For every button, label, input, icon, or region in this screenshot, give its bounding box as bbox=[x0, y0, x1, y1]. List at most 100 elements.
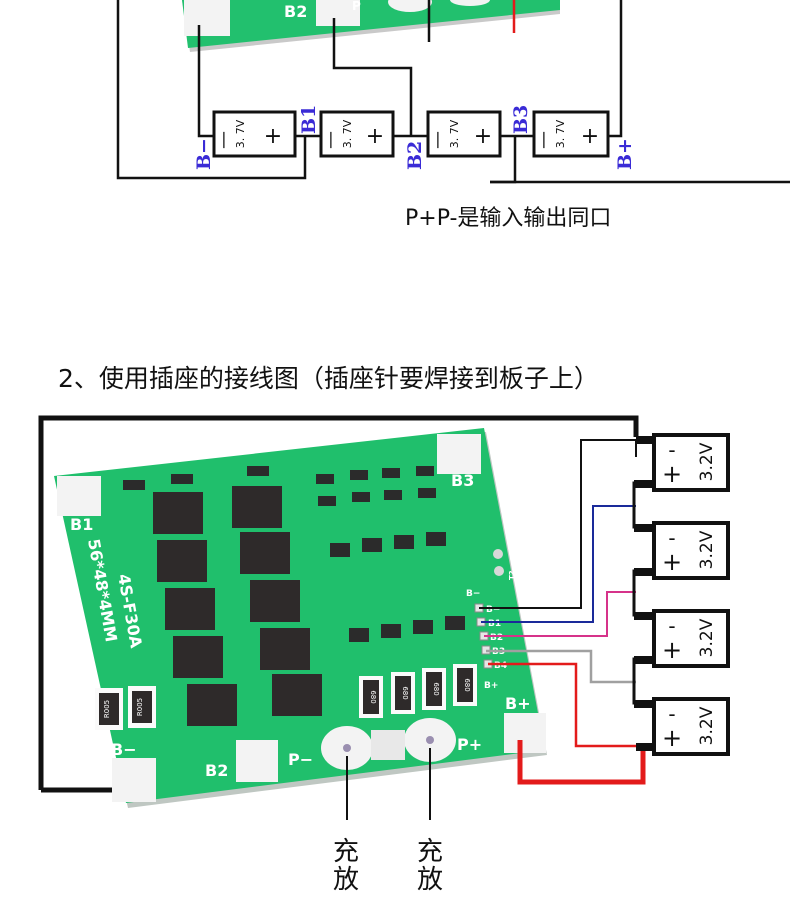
thermal-pad-t1 bbox=[493, 549, 503, 559]
cell-minus-sign: - bbox=[668, 438, 675, 462]
port-label-line2: 放 bbox=[332, 865, 359, 895]
wire-b-plus-main bbox=[517, 740, 646, 785]
wire-balance-b3 bbox=[486, 649, 636, 684]
battery-cell-2: — 3. 7V + bbox=[319, 110, 395, 158]
section1-cells: — 3. 7V + — 3. 7V + — 3. 7V + — 3. 7V + bbox=[212, 110, 610, 158]
cell-minus-sign: — bbox=[533, 131, 554, 149]
section2-cells: - + 3.2V - + 3.2V - + 3.2V - + 3.2V bbox=[652, 433, 730, 756]
battery-cell-1: — 3. 7V + bbox=[212, 110, 297, 158]
wire-b-minus bbox=[197, 25, 214, 138]
section1-caption: P+P-是输入输出同口 bbox=[405, 206, 612, 231]
balance-wires bbox=[479, 439, 640, 748]
shunt-label: 680 bbox=[432, 682, 440, 695]
shunt-label: 680 bbox=[369, 690, 377, 703]
port-label-line1: 充 bbox=[416, 837, 443, 867]
pcb-label-b2-top: B2 bbox=[284, 2, 307, 21]
header-label-b4: B4 bbox=[494, 661, 507, 671]
wire-outer-left bbox=[116, 0, 307, 180]
wire-b-plus bbox=[608, 0, 623, 138]
pad-b-minus-top bbox=[184, 0, 230, 36]
thermal-label-t2: T2 bbox=[508, 570, 516, 580]
section1-node-labels: B− B1 B2 B3 B+ bbox=[193, 105, 636, 170]
ic-array bbox=[123, 466, 465, 642]
pcb-label-b1: B1 bbox=[70, 515, 93, 534]
battery-cell-3v2-3: - + 3.2V bbox=[652, 609, 730, 668]
header-label-b-minus: B− bbox=[486, 605, 500, 615]
pcb-label-p-plus: P+ bbox=[457, 735, 482, 754]
cell-plus-sign: + bbox=[662, 724, 682, 752]
cell-minus-sign: — bbox=[320, 131, 341, 149]
cell-voltage: 3.2V bbox=[697, 442, 717, 481]
cell-voltage: 3. 7V bbox=[234, 119, 247, 148]
pcb-label-b-plus: B+ bbox=[505, 694, 531, 713]
pcb-label-b3: B3 bbox=[451, 471, 474, 490]
cell-plus-sign: + bbox=[581, 124, 599, 149]
section2-title: 2、使用插座的接线图（插座针要焊接到板子上） bbox=[58, 364, 599, 393]
resistor-label: R005 bbox=[103, 700, 111, 718]
wire-outer-frame bbox=[38, 415, 639, 790]
pad-b-minus bbox=[112, 758, 156, 802]
battery-cell-4: — 3. 7V + bbox=[532, 110, 610, 158]
wire-balance-b-minus bbox=[479, 439, 637, 609]
pcb-label-p-minus: P− bbox=[288, 750, 313, 769]
cell-voltage: 3.2V bbox=[697, 530, 717, 569]
cell-minus-sign: — bbox=[427, 131, 448, 149]
pcb-label-b-minus: B− bbox=[111, 740, 137, 759]
cell-voltage: 3.2V bbox=[697, 706, 717, 745]
battery-cell-3v2-4: - + 3.2V bbox=[652, 697, 730, 756]
cell-voltage: 3. 7V bbox=[341, 119, 354, 148]
battery-cell-3v2-2: - + 3.2V bbox=[652, 521, 730, 580]
cell-plus-sign: + bbox=[662, 460, 682, 488]
battery-cell-3: — 3. 7V + bbox=[426, 110, 502, 158]
port-label-p-minus: 充 放 bbox=[331, 838, 361, 894]
header-label-b1: B1 bbox=[488, 619, 501, 629]
cell-voltage: 3.2V bbox=[697, 618, 717, 657]
wire-balance-b2 bbox=[484, 591, 636, 637]
port-label-p-plus: 充 放 bbox=[415, 838, 445, 894]
pad-b-plus bbox=[504, 713, 546, 753]
wire-balance-b1 bbox=[481, 505, 636, 623]
cell-series-links bbox=[632, 481, 652, 705]
pcb-board-top-partial: B2 P bbox=[182, 0, 560, 52]
wire-b2 bbox=[332, 18, 413, 136]
pad-p-minus-top bbox=[388, 0, 432, 12]
header-label-b2: B2 bbox=[490, 633, 503, 643]
shunt-label: 680 bbox=[463, 678, 471, 691]
pad-p-plus-top bbox=[450, 0, 490, 6]
pad-b2-top bbox=[316, 0, 360, 26]
shunt-label: 680 bbox=[401, 686, 409, 699]
pcb-board: 680 680 680 680 R005 R005 B1 B3 B− B2 P−… bbox=[54, 428, 547, 808]
cell-plus-sign: + bbox=[474, 124, 492, 149]
cell-plus-sign: + bbox=[662, 636, 682, 664]
node-label-b-plus: B+ bbox=[614, 138, 636, 170]
resistor-label: R005 bbox=[136, 698, 144, 716]
section1-wires bbox=[116, 0, 790, 184]
node-label-b-minus: B− bbox=[193, 138, 215, 170]
node-label-b3: B3 bbox=[510, 105, 532, 134]
node-label-b2: B2 bbox=[404, 141, 426, 170]
pad-b3 bbox=[437, 434, 481, 474]
port-label-line1: 充 bbox=[332, 837, 359, 867]
pcb-label-b2: B2 bbox=[205, 761, 228, 780]
cell-plus-sign: + bbox=[662, 548, 682, 576]
cell-minus-sign: - bbox=[668, 702, 675, 726]
thermal-pad-t2 bbox=[494, 566, 504, 576]
pad-b2 bbox=[236, 740, 278, 782]
cell-voltage: 3. 7V bbox=[448, 119, 461, 148]
cell-minus-sign: - bbox=[668, 614, 675, 638]
shunt-resistors: 680 680 680 680 bbox=[359, 664, 477, 718]
header-label-b-plus: B+ bbox=[484, 681, 498, 691]
sense-resistors: R005 R005 bbox=[95, 686, 156, 730]
wire-balance-b4 bbox=[488, 662, 640, 748]
cell-minus-sign: - bbox=[668, 526, 675, 550]
cell-terminals bbox=[634, 436, 654, 751]
pcb-label-p-top: P bbox=[352, 0, 361, 13]
cell-plus-sign: + bbox=[264, 124, 282, 149]
cell-voltage: 3. 7V bbox=[554, 119, 567, 148]
pad-b1 bbox=[57, 476, 101, 516]
mosfet-array bbox=[153, 486, 322, 726]
battery-cell-3v2-1: - + 3.2V bbox=[652, 433, 730, 492]
thermal-label-t1: T1 bbox=[506, 530, 514, 540]
cell-plus-sign: + bbox=[366, 124, 384, 149]
